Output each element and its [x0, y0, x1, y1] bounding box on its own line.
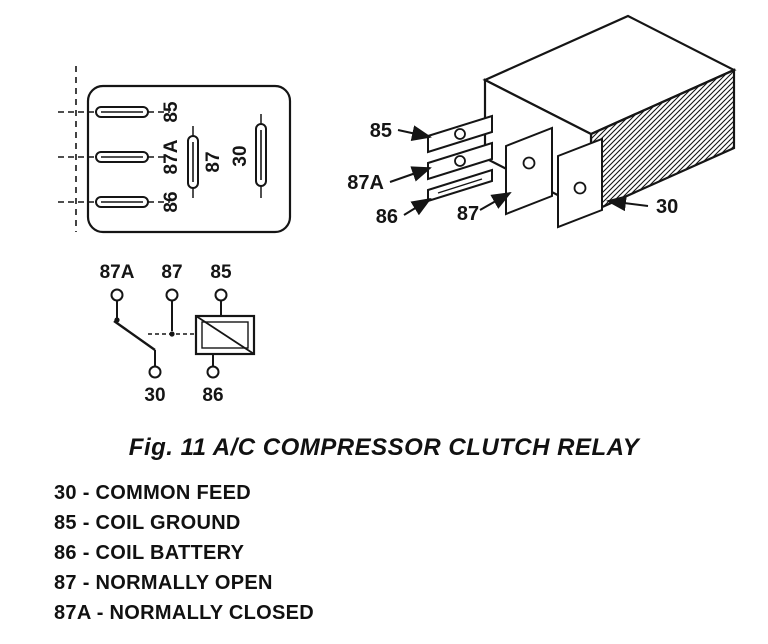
relay-base-outline [86, 84, 292, 234]
pinout-label-86: 86 [161, 191, 182, 212]
pin-slot-85 [58, 106, 170, 118]
arrow-87 [479, 192, 512, 211]
relay3d-label-86: 86 [376, 206, 398, 228]
terminal-87 [165, 288, 179, 302]
legend-item-87: 87 - NORMALLY OPEN [54, 572, 273, 594]
legend-item-30: 30 - COMMON FEED [54, 482, 252, 504]
arrow-86 [403, 197, 432, 216]
arrow-30 [606, 195, 649, 212]
relay-3d-view: 85 87A 86 87 30 [347, 14, 737, 229]
arrow-85 [397, 125, 432, 141]
blade-87 [505, 126, 553, 216]
pin-legend: 30 - COMMON FEED 85 - COIL GROUND 86 - C… [54, 478, 314, 628]
switch-arm [113, 320, 156, 351]
pinout-view: 85 87A 86 87 30 [58, 66, 292, 234]
arrow-87a [389, 166, 432, 183]
pin-slot-87 [187, 126, 199, 198]
legend-item-87a: 87A - NORMALLY CLOSED [54, 602, 315, 624]
coil-symbol [194, 314, 256, 356]
schematic-label-85: 85 [210, 262, 232, 283]
pin-slot-86 [58, 196, 170, 208]
blade-86 [427, 168, 493, 203]
relay3d-label-87: 87 [457, 203, 479, 225]
blade-85 [427, 114, 493, 154]
schematic-label-87a: 87A [100, 262, 135, 283]
pinout-label-87: 87 [203, 151, 224, 172]
terminal-30 [148, 365, 162, 379]
schematic-label-86: 86 [202, 385, 223, 406]
figure-caption: Fig. 11 A/C COMPRESSOR CLUTCH RELAY [128, 434, 640, 461]
relay-figure-canvas: 85 87A 86 87 30 [58, 14, 737, 406]
relay3d-label-85: 85 [370, 120, 392, 142]
relay3d-label-87a: 87A [347, 172, 384, 194]
terminal-85 [214, 288, 228, 302]
terminal-86 [206, 365, 220, 379]
legend-item-86: 86 - COIL BATTERY [54, 542, 245, 564]
pinout-label-30: 30 [230, 145, 251, 166]
pin-slot-87a [58, 151, 170, 163]
terminal-87a [110, 288, 124, 302]
relay3d-label-30: 30 [656, 196, 678, 218]
pinout-label-85: 85 [161, 101, 182, 123]
legend-item-85: 85 - COIL GROUND [54, 512, 241, 534]
schematic-label-30: 30 [144, 385, 165, 406]
schematic-label-87: 87 [161, 262, 182, 283]
relay-schematic: 87A 87 85 [100, 262, 256, 406]
blade-30 [557, 137, 603, 229]
pin-slot-30 [255, 114, 267, 198]
pinout-label-87a: 87A [161, 139, 182, 174]
